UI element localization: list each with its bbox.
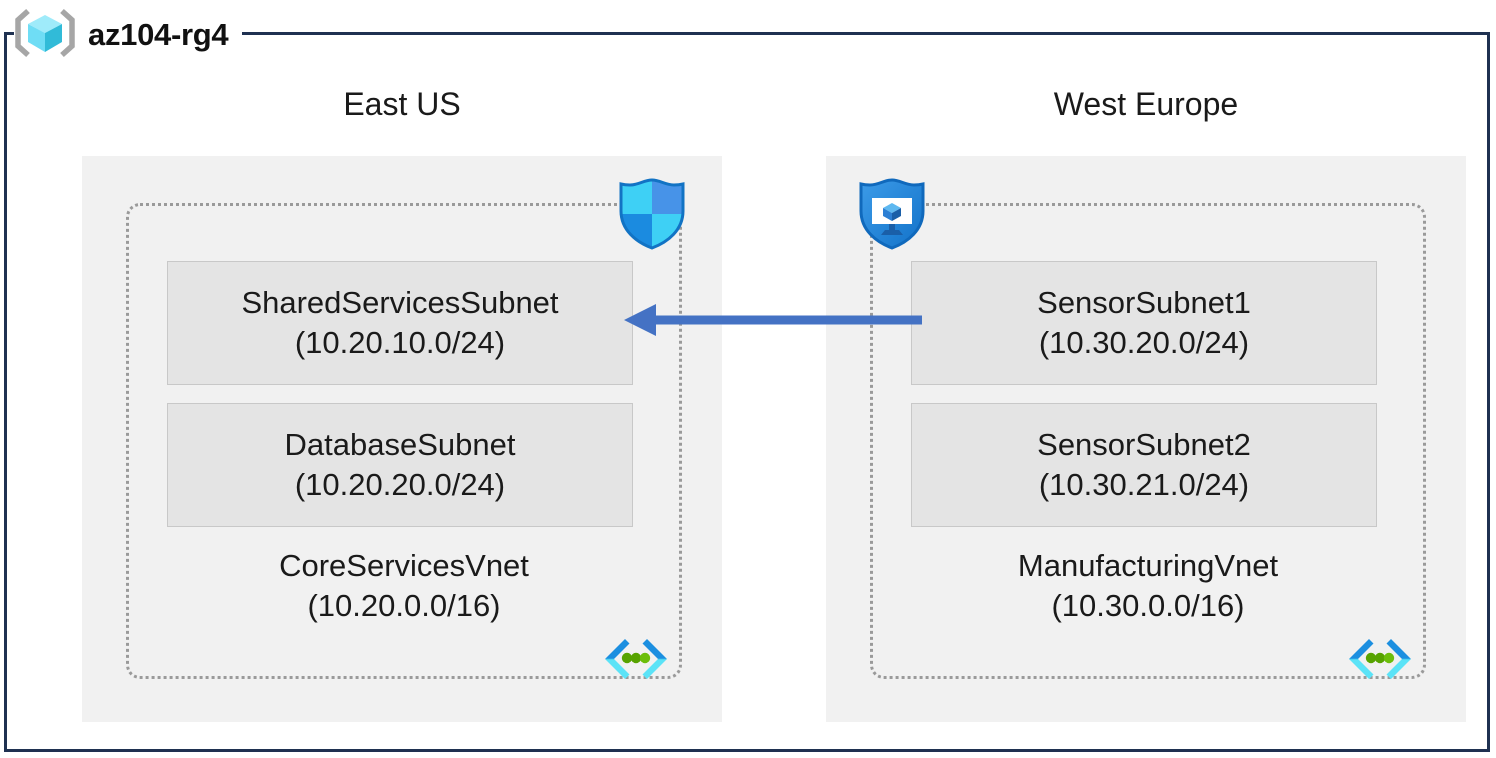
subnet-name: SensorSubnet2 — [1037, 427, 1251, 462]
vnet-name: CoreServicesVnet — [279, 548, 529, 583]
subnet-name: SensorSubnet1 — [1037, 285, 1251, 320]
subnet-name: DatabaseSubnet — [284, 427, 516, 462]
network-security-group-shield-icon — [618, 178, 686, 250]
subnet-cidr: (10.20.10.0/24) — [294, 325, 506, 360]
subnet-shared-services[interactable]: SharedServicesSubnet (10.20.10.0/24) — [167, 261, 633, 385]
virtual-network-icon — [1347, 636, 1413, 682]
subnet-name: SharedServicesSubnet — [241, 285, 559, 320]
subnet-sensor-1[interactable]: SensorSubnet1 (10.30.20.0/24) — [911, 261, 1377, 385]
vnet-core-services[interactable]: SharedServicesSubnet (10.20.10.0/24) Dat… — [126, 203, 682, 679]
region-label-east-us: East US — [343, 86, 461, 122]
vnet-caption-manufacturing: ManufacturingVnet (10.30.0.0/16) — [873, 546, 1423, 626]
subnet-cidr: (10.20.20.0/24) — [294, 467, 506, 502]
azure-bastion-shield-monitor-icon — [858, 178, 926, 250]
region-container-east-us: SharedServicesSubnet (10.20.10.0/24) Dat… — [82, 156, 722, 722]
subnet-database[interactable]: DatabaseSubnet (10.20.20.0/24) — [167, 403, 633, 527]
region-west-europe: West Europe SensorSubnet1 (10.30.20.0/24… — [826, 84, 1466, 722]
region-east-us: East US SharedServicesSubnet (10.20.10.0… — [82, 84, 722, 722]
vnet-cidr: (10.20.0.0/16) — [307, 588, 501, 623]
resource-group-frame — [4, 32, 1490, 752]
subnet-cidr: (10.30.20.0/24) — [1038, 325, 1250, 360]
region-label-west-europe: West Europe — [1053, 86, 1239, 122]
resource-group-header: az104-rg4 — [14, 4, 243, 66]
vnet-name: ManufacturingVnet — [1017, 548, 1279, 583]
vnet-caption-core-services: CoreServicesVnet (10.20.0.0/16) — [129, 546, 679, 626]
region-container-west-europe: SensorSubnet1 (10.30.20.0/24) SensorSubn… — [826, 156, 1466, 722]
vnet-manufacturing[interactable]: SensorSubnet1 (10.30.20.0/24) SensorSubn… — [870, 203, 1426, 679]
vnet-cidr: (10.30.0.0/16) — [1051, 588, 1245, 623]
vnet-peering-arrow-left-icon — [622, 300, 922, 340]
subnet-sensor-2[interactable]: SensorSubnet2 (10.30.21.0/24) — [911, 403, 1377, 527]
subnet-cidr: (10.30.21.0/24) — [1038, 467, 1250, 502]
resource-group-name: az104-rg4 — [88, 17, 229, 52]
virtual-network-icon — [603, 636, 669, 682]
resource-group-cube-icon — [14, 7, 76, 64]
